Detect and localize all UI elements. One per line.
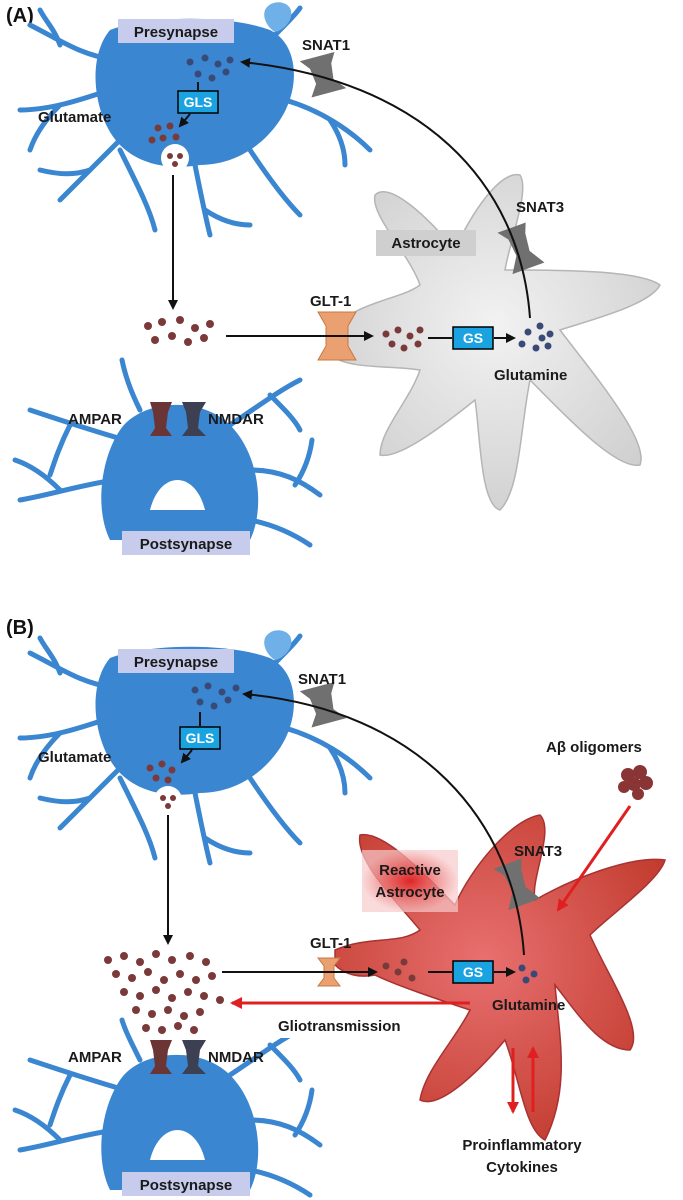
glt1-label-a: GLT-1 — [310, 293, 351, 310]
abeta-oligomer-icon — [618, 765, 653, 800]
glutamine-return-arrow-b — [242, 689, 525, 956]
ampar-label-b: AMPAR — [68, 1049, 122, 1066]
glutamate-label-a: Glutamate — [38, 109, 111, 126]
ampar-receptor-a — [150, 402, 172, 436]
synaptic-vesicle-b — [154, 786, 182, 814]
ampar-label-a: AMPAR — [68, 411, 122, 428]
glutamine-dots-presynapse-a — [186, 54, 234, 82]
astrocyte-label-a: Astrocyte — [391, 235, 460, 252]
postsynapse-label-b: Postsynapse — [140, 1177, 233, 1194]
reactive-astrocyte-label-2-b: Astrocyte — [375, 884, 444, 901]
astrocyte-label-bg-a — [376, 230, 476, 256]
presynapse-label-b: Presynapse — [134, 654, 218, 671]
gls-label-b: GLS — [186, 730, 215, 746]
glutamate-dots-cleft-a — [144, 316, 214, 346]
ampar-receptor-b — [150, 1040, 172, 1074]
glutamate-label-b: Glutamate — [38, 749, 111, 766]
snat1-transporter-a — [299, 51, 347, 98]
snat1-label-b: SNAT1 — [298, 671, 346, 688]
gls-output-arrow-b — [180, 749, 193, 764]
abeta-label-b: Aβ oligomers — [546, 739, 642, 756]
gs-label-a: GS — [463, 330, 483, 346]
postsynapse-label-bg-b — [122, 1172, 250, 1196]
astrocyte-cell-a — [329, 174, 661, 511]
gls-label-a: GLS — [184, 94, 213, 110]
nmdar-label-a: NMDAR — [208, 411, 264, 428]
gs-enzyme-box-a — [452, 326, 494, 350]
glutamate-dots-cleft-b — [104, 950, 224, 1034]
snat3-transporter-a — [497, 222, 545, 275]
glutamate-dots-presynapse-b — [146, 760, 176, 784]
snat3-label-b: SNAT3 — [514, 843, 562, 860]
glt1-label-b: GLT-1 — [310, 935, 351, 952]
reactive-astrocyte-label-1-b: Reactive — [379, 862, 441, 879]
panel-b-tag: (B) — [6, 617, 34, 639]
gls-enzyme-box-b — [179, 726, 221, 750]
glutamate-dots-presynapse-a — [148, 122, 180, 144]
synaptic-vesicle-a — [161, 144, 189, 172]
nmdar-receptor-a — [182, 402, 206, 436]
glutamine-return-arrow-a — [240, 57, 531, 319]
reactive-astrocyte-label-bg-b — [362, 850, 458, 912]
nmdar-receptor-b — [182, 1040, 206, 1074]
glutamine-dots-astrocyte-a — [518, 322, 554, 352]
gs-label-b: GS — [463, 964, 483, 980]
glutamate-dots-astrocyte-b — [382, 958, 416, 982]
glutamine-dots-astrocyte-b — [518, 964, 538, 984]
cytokines-label-2-b: Cytokines — [486, 1159, 558, 1176]
cytokines-label-1-b: Proinflammatory — [462, 1137, 582, 1154]
glutamine-label-a: Glutamine — [494, 367, 567, 384]
gs-enzyme-box-b — [452, 960, 494, 984]
glutamate-dots-astrocyte-a — [382, 326, 424, 352]
snat1-label-a: SNAT1 — [302, 37, 350, 54]
postsynapse-label-bg-a — [122, 531, 250, 555]
panel-a: (A) Presynapse — [6, 2, 661, 555]
presynapse-label-bg-b — [118, 649, 234, 673]
panel-b: (B) Presynapse — [6, 617, 666, 1198]
glutamine-dots-presynapse-b — [191, 682, 240, 710]
presynapse-label-a: Presynapse — [134, 24, 218, 41]
postsynapse-neuron-a — [12, 357, 323, 548]
glutamine-label-b: Glutamine — [492, 997, 565, 1014]
panel-a-tag: (A) — [6, 5, 34, 27]
gliotransmission-label-bg-b — [270, 1012, 442, 1038]
postsynapse-neuron-b — [12, 1017, 323, 1198]
nmdar-label-b: NMDAR — [208, 1049, 264, 1066]
postsynapse-label-a: Postsynapse — [140, 536, 233, 553]
gliotransmission-label-b: Gliotransmission — [278, 1018, 401, 1035]
gls-enzyme-box-a — [177, 90, 219, 114]
snat1-transporter-b — [299, 681, 347, 728]
gls-output-arrow-a — [178, 113, 191, 128]
presynapse-neuron-b — [17, 630, 373, 866]
abeta-arrow-b — [556, 805, 632, 912]
snat3-label-a: SNAT3 — [516, 199, 564, 216]
presynapse-label-bg-a — [118, 19, 234, 43]
